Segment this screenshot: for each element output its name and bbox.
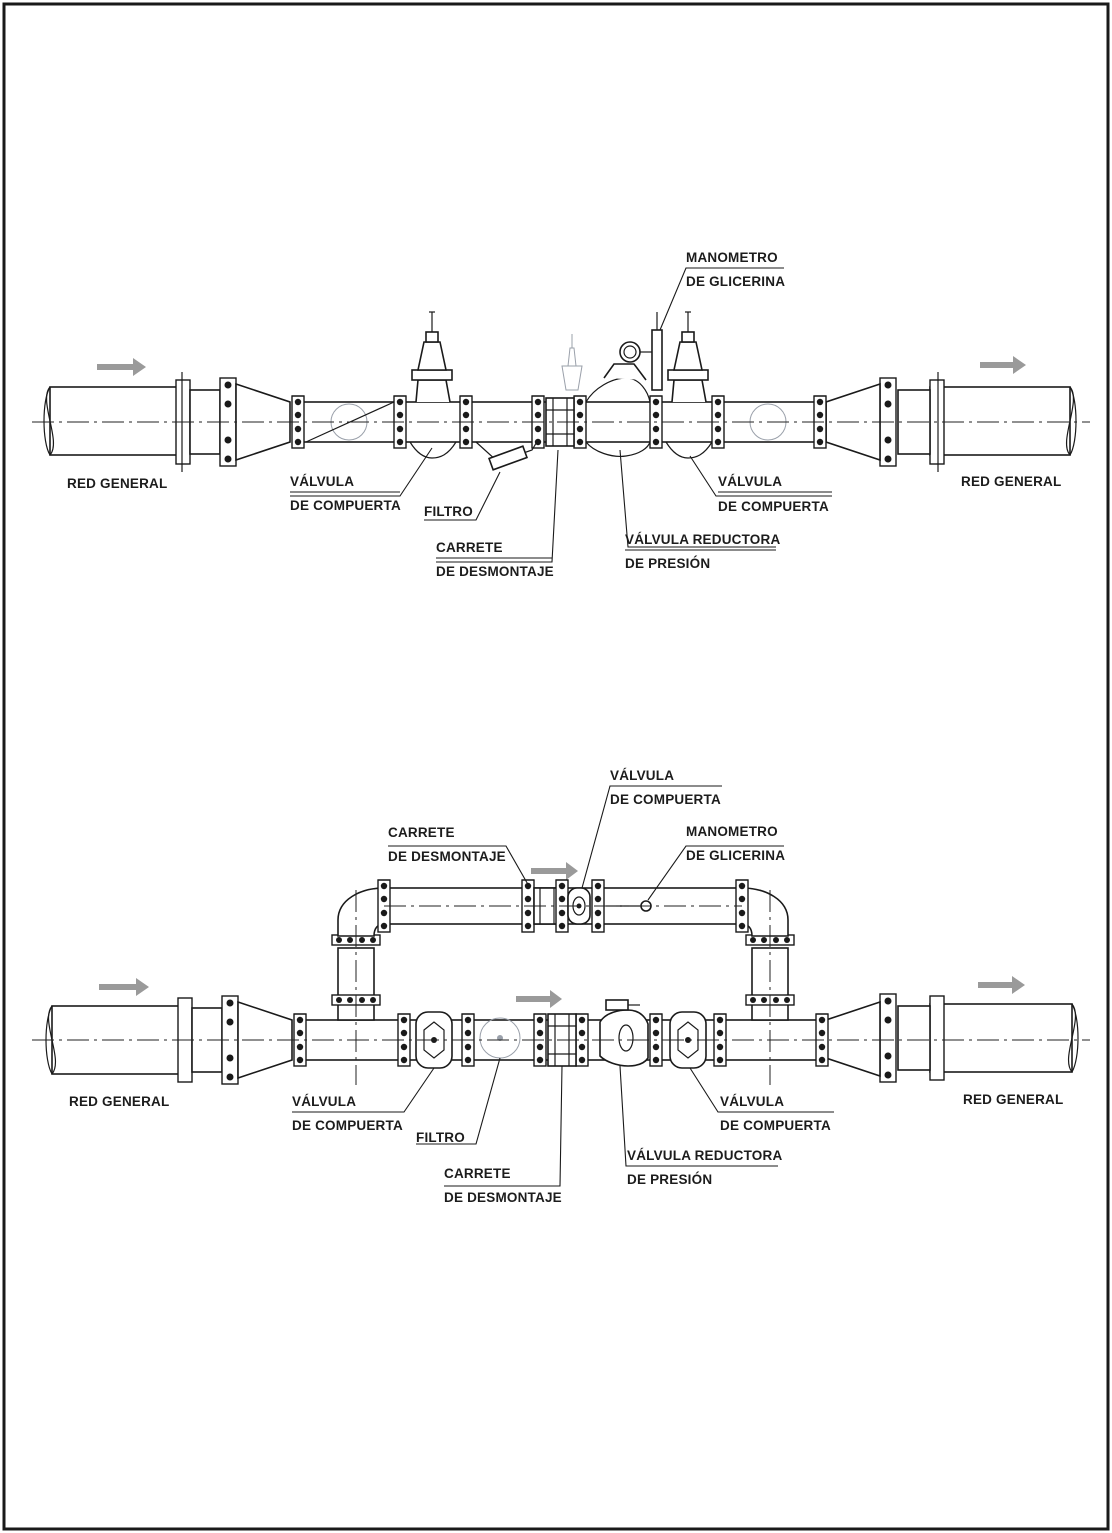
flow-arrow-right — [980, 356, 1026, 374]
label-valvula-left-2: DE COMPUERTA — [290, 498, 401, 513]
flow-arrow-bypass — [531, 862, 578, 880]
label-valvula-right-2: DE COMPUERTA — [718, 499, 829, 514]
pressure-reducing-valve-2 — [599, 999, 649, 1067]
flow-arrow-left-2 — [99, 978, 149, 996]
glycerin-manometer — [619, 312, 663, 391]
elbow-right — [741, 887, 789, 937]
label-red-general-right-2: RED GENERAL — [963, 1092, 1063, 1107]
label-carrete-2: DE DESMONTAJE — [436, 564, 554, 579]
label-red-general-left-2: RED GENERAL — [69, 1094, 169, 1109]
filter-strainer — [475, 439, 539, 471]
label-valvula-right-1: VÁLVULA — [718, 474, 782, 489]
label-valvula-right-2-1: VÁLVULA — [720, 1094, 784, 1109]
label-reductora-1: VÁLVULA REDUCTORA — [625, 532, 780, 547]
gate-valve-right — [665, 311, 713, 459]
label-red-general-left: RED GENERAL — [67, 476, 167, 491]
main-pipe-left — [43, 386, 186, 456]
leaders-2 — [292, 785, 834, 1187]
flow-arrow-left — [97, 358, 146, 376]
main-pipe-right — [929, 386, 1077, 456]
label-filtro-2: FILTRO — [416, 1130, 465, 1145]
label-manometro-1: MANOMETRO — [686, 250, 778, 265]
label-red-general-right: RED GENERAL — [961, 474, 1061, 489]
label-carrete-top-1: CARRETE — [388, 825, 455, 840]
label-carrete-top-2: DE DESMONTAJE — [388, 849, 506, 864]
label-valvula-top-2: DE COMPUERTA — [610, 792, 721, 807]
flow-arrow-right-2 — [978, 976, 1025, 994]
label-carrete-2-1: CARRETE — [444, 1166, 511, 1181]
label-reductora-2-1: VÁLVULA REDUCTORA — [627, 1148, 782, 1163]
label-manometro-2: DE GLICERINA — [686, 274, 785, 289]
diagram-straight-installation: RED GENERAL RED GENERAL VÁLVULA DE COMPU… — [32, 250, 1090, 579]
diagram-bypass-installation: RED GENERAL RED GENERAL VÁLVULA DE COMPU… — [32, 768, 1090, 1205]
label-valvula-left-2-1: VÁLVULA — [292, 1094, 356, 1109]
coupling-right-2 — [825, 993, 945, 1083]
flow-arrow-main — [516, 990, 562, 1008]
label-carrete-1: CARRETE — [436, 540, 503, 555]
main-pipe-right-2 — [929, 1003, 1079, 1073]
pressure-reducing-valve — [561, 334, 651, 457]
label-reductora-2: DE PRESIÓN — [625, 556, 710, 571]
label-valvula-right-2-2: DE COMPUERTA — [720, 1118, 831, 1133]
label-manometro-2-2: DE GLICERINA — [686, 848, 785, 863]
label-carrete-2-2: DE DESMONTAJE — [444, 1190, 562, 1205]
label-manometro-2-1: MANOMETRO — [686, 824, 778, 839]
label-valvula-left-1: VÁLVULA — [290, 474, 354, 489]
elbow-left — [337, 887, 385, 937]
label-valvula-left-2-2: DE COMPUERTA — [292, 1118, 403, 1133]
label-valvula-top-1: VÁLVULA — [610, 768, 674, 783]
label-filtro: FILTRO — [424, 504, 473, 519]
label-reductora-2-2: DE PRESIÓN — [627, 1172, 712, 1187]
gate-valve-left — [409, 311, 457, 459]
